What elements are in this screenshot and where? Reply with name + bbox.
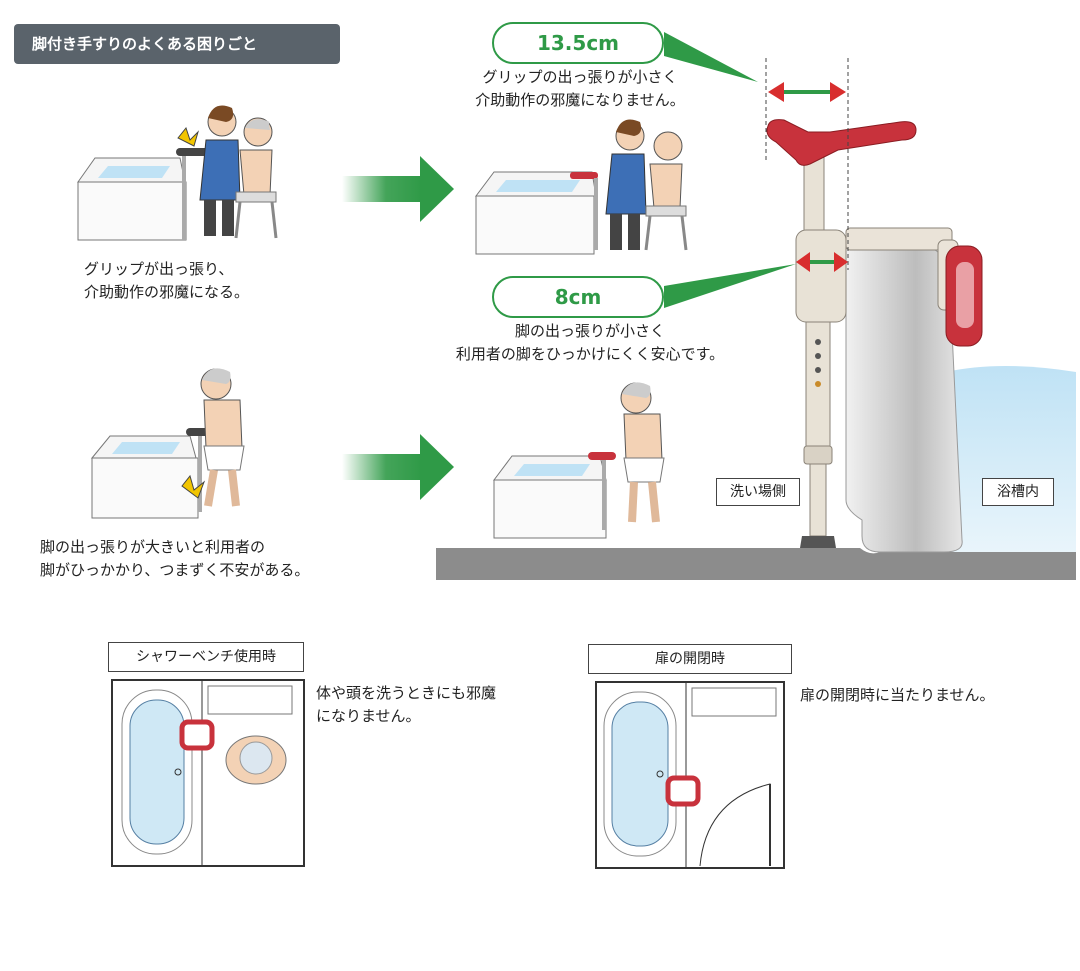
caption-line: 脚がひっかかり、つまずく不安がある。: [40, 561, 310, 579]
caption-line: 介助動作の邪魔になる。: [84, 283, 250, 301]
grip-measure-badge: 13.5cm: [492, 22, 664, 64]
caption-line: 扉の開閉時に当たりません。: [800, 686, 995, 704]
solution-leg-scene: [493, 382, 665, 539]
caption-line: グリップの出っ張りが小さく: [482, 68, 678, 86]
impact-icon: [177, 126, 200, 147]
solution-grip-scene: [475, 119, 688, 255]
arrow-bottom-head: [420, 434, 454, 500]
page-title: 脚付き手すりのよくある困りごと: [14, 24, 340, 64]
grip-handle: [766, 119, 917, 166]
door-scenario-caption: 扉の開閉時に当たりません。: [800, 684, 1070, 707]
floor: [436, 548, 1076, 580]
impact-icon: [181, 474, 206, 499]
shower-floorplan: [111, 679, 305, 867]
pole-body: [795, 229, 847, 323]
door-floorplan: [595, 681, 785, 869]
caption-line: 脚の出っ張りが小さく: [514, 322, 665, 340]
caption-line: グリップが出っ張り、: [84, 260, 234, 278]
shower-scenario-caption: 体や頭を洗うときにも邪魔 になりません。: [316, 682, 556, 728]
caption-line: 体や頭を洗うときにも邪魔: [316, 684, 497, 702]
arrow-bottom-body: [342, 454, 422, 480]
caption-line: 脚の出っ張りが大きいと利用者の: [40, 538, 266, 556]
door-scenario-heading: 扉の開閉時: [588, 644, 792, 674]
handrail-marker: [665, 775, 701, 807]
problem-leg-caption: 脚の出っ張りが大きいと利用者の 脚がひっかかり、つまずく不安がある。: [40, 536, 380, 582]
problem-grip-caption: グリップが出っ張り、 介助動作の邪魔になる。: [84, 258, 344, 304]
problem-grip-scene: [77, 105, 278, 241]
problem-leg-scene: [90, 368, 245, 519]
leg-measure-badge: 8cm: [492, 276, 664, 318]
shower-scenario-heading: シャワーベンチ使用時: [108, 642, 304, 672]
tub-side-label: 浴槽内: [982, 478, 1054, 506]
wash-side-label: 洗い場側: [716, 478, 800, 506]
caption-line: 利用者の脚をひっかけにくく安心です。: [455, 345, 725, 363]
arrow-top-head: [420, 156, 454, 222]
arrow-top-body: [342, 176, 422, 202]
caption-line: 介助動作の邪魔になりません。: [475, 91, 685, 109]
caption-line: になりません。: [316, 707, 421, 725]
solution-leg-caption: 脚の出っ張りが小さく 利用者の脚をひっかけにくく安心です。: [420, 320, 760, 366]
handrail-marker: [179, 719, 215, 751]
solution-grip-caption: グリップの出っ張りが小さく 介助動作の邪魔になりません。: [440, 66, 720, 112]
